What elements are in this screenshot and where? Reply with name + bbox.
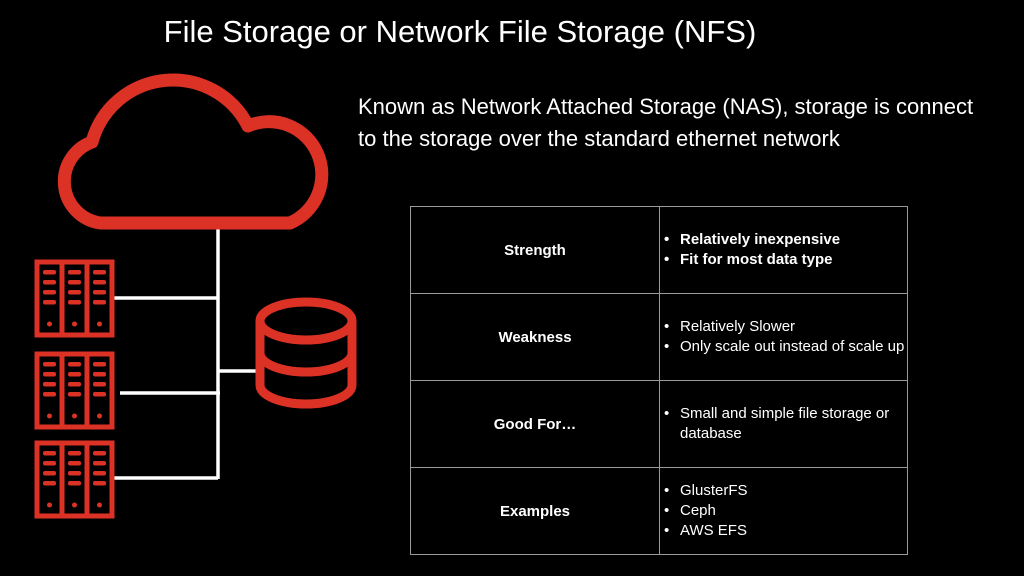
list-item: Ceph [664,501,907,521]
list-item: Small and simple file storage or databas… [664,404,907,444]
row-items: Small and simple file storage or databas… [660,404,907,444]
row-items: GlusterFSCephAWS EFS [660,481,907,541]
list-item: GlusterFS [664,481,907,501]
row-label: Good For… [410,380,660,468]
row-label: Examples [410,467,660,555]
database-icon [255,297,357,409]
comparison-table: StrengthRelatively inexpensiveFit for mo… [410,206,908,555]
list-item: Relatively inexpensive [664,230,907,250]
row-items: Relatively inexpensiveFit for most data … [660,230,907,270]
list-item: Fit for most data type [664,250,907,270]
server-rack-icon [34,440,115,519]
network-diagram [34,73,357,519]
server-rack-icon [34,351,115,430]
row-items: Relatively SlowerOnly scale out instead … [660,317,907,357]
row-label: Weakness [410,293,660,381]
row-label: Strength [410,206,660,294]
slide-title: File Storage or Network File Storage (NF… [163,14,757,49]
table-row: Good For…Small and simple file storage o… [410,380,908,468]
table-row: WeaknessRelatively SlowerOnly scale out … [410,293,908,381]
list-item: Only scale out instead of scale up [664,337,907,357]
list-item: Relatively Slower [664,317,907,337]
server-rack-icon [34,259,115,338]
table-row: StrengthRelatively inexpensiveFit for mo… [410,206,908,294]
table-row: ExamplesGlusterFSCephAWS EFS [410,467,908,555]
cloud-icon [57,73,329,230]
slide-description: Known as Network Attached Storage (NAS),… [358,94,974,151]
list-item: AWS EFS [664,521,907,541]
